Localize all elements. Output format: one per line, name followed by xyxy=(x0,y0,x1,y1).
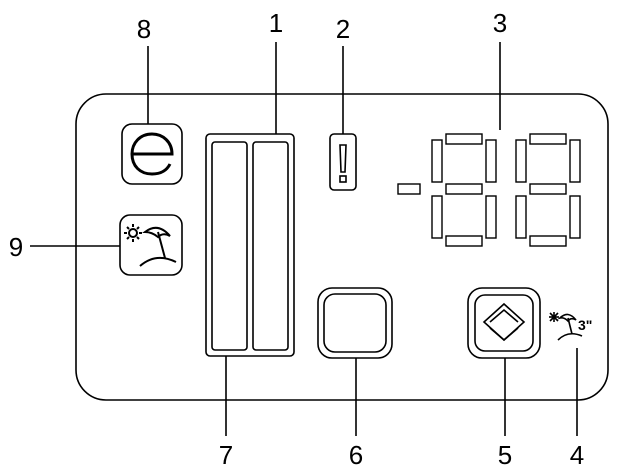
bar-right xyxy=(252,141,289,351)
holiday-3-label: 3" xyxy=(578,317,592,333)
callout-5: 5 xyxy=(498,440,512,470)
up-down-button[interactable] xyxy=(467,287,541,359)
callout-7: 7 xyxy=(219,440,233,470)
holiday-button[interactable] xyxy=(119,214,183,276)
digit-1 xyxy=(431,133,497,247)
chevron-up-down-icon xyxy=(482,302,526,342)
digit-2 xyxy=(515,133,581,247)
callout-1: 1 xyxy=(269,8,283,38)
bar-indicator xyxy=(205,133,295,357)
beach-umbrella-3-icon xyxy=(549,312,583,341)
e-letter-icon xyxy=(130,132,174,176)
bar-left xyxy=(211,141,248,351)
callout-2: 2 xyxy=(336,14,350,44)
eco-button[interactable] xyxy=(121,123,183,185)
seven-segment-display: - xyxy=(397,133,581,247)
panel-outline xyxy=(75,93,609,401)
callout-8: 8 xyxy=(137,14,151,44)
square-button[interactable] xyxy=(317,287,393,359)
exclamation-icon xyxy=(339,144,347,183)
holiday-3-indicator: 3" xyxy=(549,312,592,341)
minus-segment xyxy=(397,183,421,195)
callout-9: 9 xyxy=(9,232,23,262)
beach-umbrella-icon xyxy=(124,224,177,267)
alarm-indicator xyxy=(329,133,357,191)
callout-4: 4 xyxy=(570,440,584,470)
callout-6: 6 xyxy=(349,440,363,470)
callout-3: 3 xyxy=(493,8,507,38)
